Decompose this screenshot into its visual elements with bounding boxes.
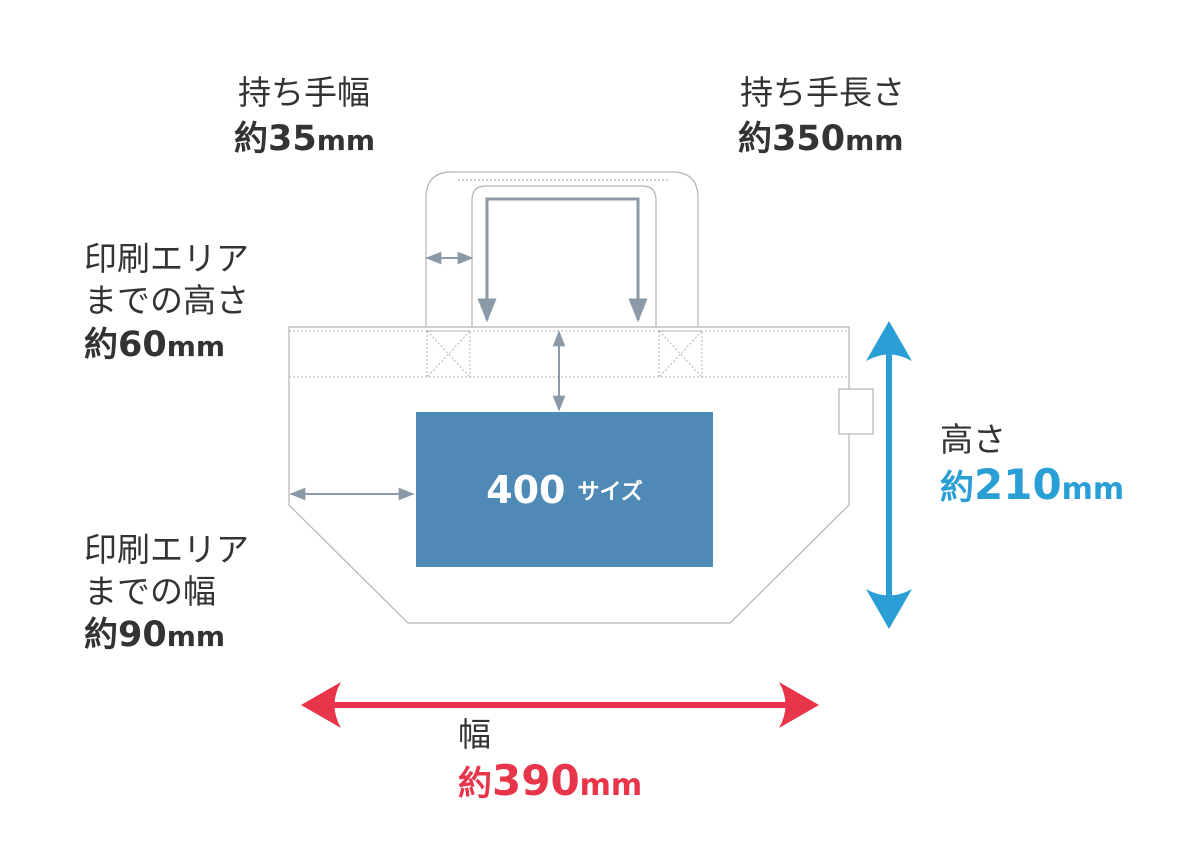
handle-width-value: 約35mm: [234, 115, 375, 165]
print-area-width-value: 約90mm: [84, 611, 225, 661]
print-area-width-unit: mm: [166, 620, 226, 653]
bag-height-value: 約210mm: [940, 461, 1124, 514]
handle-length-number: 350: [772, 119, 846, 159]
bag-width-arrow: [301, 682, 819, 728]
handle-stitch-left: [426, 330, 471, 378]
bag-height-unit: mm: [1061, 472, 1125, 507]
bag-width-number: 390: [492, 756, 580, 805]
handle-length-value: 約350mm: [738, 115, 903, 165]
print-area-height-caption-line2: までの高さ: [84, 281, 249, 320]
print-area-height-value: 約60mm: [84, 321, 225, 371]
bag-height-arrow: [866, 321, 912, 629]
print-area-height-unit: mm: [166, 330, 226, 363]
bag-height-prefix: 約: [940, 468, 974, 508]
handle-length-prefix: 約: [738, 119, 772, 159]
print-area-width-caption-line2: までの幅: [84, 572, 216, 611]
handle-width-unit: mm: [316, 124, 376, 157]
print-area-block: [416, 412, 713, 567]
bag-width-prefix: 約: [458, 764, 492, 804]
print-area-height-prefix: 約: [84, 325, 118, 365]
handle-length-unit: mm: [845, 124, 904, 157]
handle-outline: [425, 171, 699, 328]
print-area-size-label: サイズ: [577, 479, 643, 505]
bag-height-number: 210: [974, 460, 1062, 509]
handle-width-number: 35: [268, 119, 317, 159]
print-area-height-caption-line1: 印刷エリア: [84, 239, 249, 278]
print-area-width-caption-line1: 印刷エリア: [84, 530, 249, 569]
bag-width-caption: 幅: [458, 715, 491, 754]
bag-height-caption: 高さ: [940, 420, 1006, 459]
print-area-width-number: 90: [118, 615, 167, 655]
print-area-width-prefix: 約: [84, 615, 118, 655]
side-tab: [838, 388, 874, 435]
handle-stitch-right: [658, 330, 703, 378]
print-area-size-number: 400: [486, 467, 566, 512]
handle-width-caption: 持ち手幅: [238, 73, 370, 112]
print-area-height-number: 60: [118, 325, 167, 365]
bag-width-value: 約390mm: [458, 757, 642, 810]
handle-width-prefix: 約: [234, 119, 268, 159]
handle-length-caption: 持ち手長さ: [740, 73, 905, 112]
bag-width-unit: mm: [579, 768, 643, 803]
print-area-label: 400 サイズ: [416, 412, 713, 567]
handle-length-arrow: [477, 197, 648, 323]
